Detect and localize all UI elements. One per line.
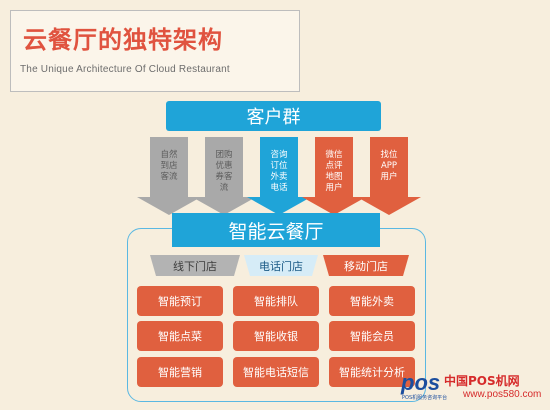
arrow-label-1: 自然 到店 客流 — [160, 150, 178, 182]
arrow-label-2: 团购 优惠 券客 流 — [215, 150, 233, 193]
tile-smart-booking[interactable]: 智能预订 — [137, 286, 223, 316]
pos-site-url: www.pos580.com — [463, 389, 542, 400]
tile-smart-phone-sms[interactable]: 智能电话短信 — [233, 357, 319, 387]
tile-smart-takeout[interactable]: 智能外卖 — [329, 286, 415, 316]
customer-group-bar: 客户群 — [166, 101, 381, 131]
pos-site-name: 中国POS机网 — [444, 374, 520, 388]
arrow-label-3: 咨询 订位 外卖 电话 — [270, 150, 288, 193]
title-chinese: 云餐厅的独特架构 — [23, 26, 223, 54]
smart-cloud-restaurant-bar: 智能云餐厅 — [172, 213, 380, 247]
title-english: The Unique Architecture Of Cloud Restaur… — [20, 64, 230, 75]
title-box — [10, 10, 300, 92]
pos-logo: pos — [401, 370, 441, 395]
arrow-label-5: 找位 APP 用户 — [380, 150, 398, 182]
tile-smart-membership[interactable]: 智能会员 — [329, 321, 415, 351]
arrow-label-4: 微信 点评 地图 用户 — [325, 150, 343, 193]
tab-mobile-store[interactable]: 移动门店 — [344, 259, 388, 273]
tab-phone-store[interactable]: 电话门店 — [259, 259, 303, 273]
tab-offline-store[interactable]: 线下门店 — [173, 259, 217, 273]
pos-logo-subtitle: POS机服务咨询平台 — [402, 395, 448, 401]
tile-smart-analytics[interactable]: 智能统计分析 — [329, 357, 415, 387]
tile-smart-cashier[interactable]: 智能收银 — [233, 321, 319, 351]
tile-smart-ordering[interactable]: 智能点菜 — [137, 321, 223, 351]
tile-smart-marketing[interactable]: 智能营销 — [137, 357, 223, 387]
tile-smart-queue[interactable]: 智能排队 — [233, 286, 319, 316]
